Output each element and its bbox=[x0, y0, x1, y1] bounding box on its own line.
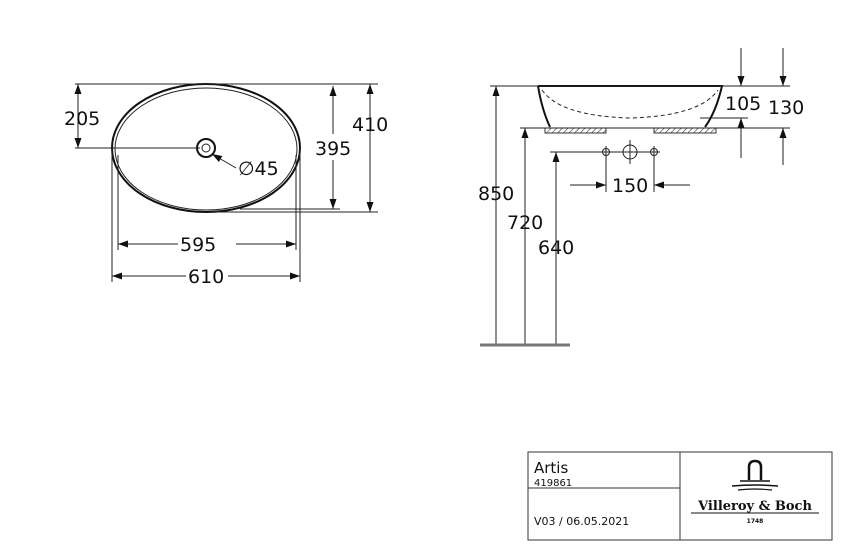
villeroy-boch-logo: Villeroy & Boch 1748 bbox=[691, 459, 819, 525]
tap-hole-icon bbox=[620, 140, 640, 164]
countertop-right bbox=[653, 127, 717, 134]
title-block: Artis 419861 V03 / 06.05.2021 Villeroy &… bbox=[527, 451, 833, 541]
dim-130: 130 bbox=[768, 97, 804, 119]
dim-610: 610 bbox=[188, 266, 224, 288]
product-name: Artis bbox=[534, 459, 568, 477]
countertop-left bbox=[544, 127, 607, 134]
dim-720: 720 bbox=[507, 212, 543, 234]
dim-395: 395 bbox=[315, 138, 351, 160]
brand-name: Villeroy & Boch bbox=[697, 499, 812, 514]
dim-640: 640 bbox=[538, 237, 574, 259]
basin-inner-outline bbox=[114, 87, 298, 211]
dim-205: 205 bbox=[64, 108, 100, 130]
dim-595: 595 bbox=[180, 234, 216, 256]
version-date: V03 / 06.05.2021 bbox=[534, 515, 629, 528]
dim-150: 150 bbox=[612, 175, 648, 197]
dim-105: 105 bbox=[725, 93, 761, 115]
basin-profile bbox=[537, 85, 724, 128]
article-number: 419861 bbox=[534, 478, 572, 489]
dim-410: 410 bbox=[352, 114, 388, 136]
dim-drain-diameter: ∅45 bbox=[238, 158, 279, 180]
brand-year: 1748 bbox=[747, 518, 764, 525]
dim-850: 850 bbox=[478, 183, 514, 205]
side-view: 150 850 720 640 105 130 bbox=[478, 48, 804, 347]
top-view: 205 395 410 595 610 ∅45 bbox=[64, 83, 388, 288]
